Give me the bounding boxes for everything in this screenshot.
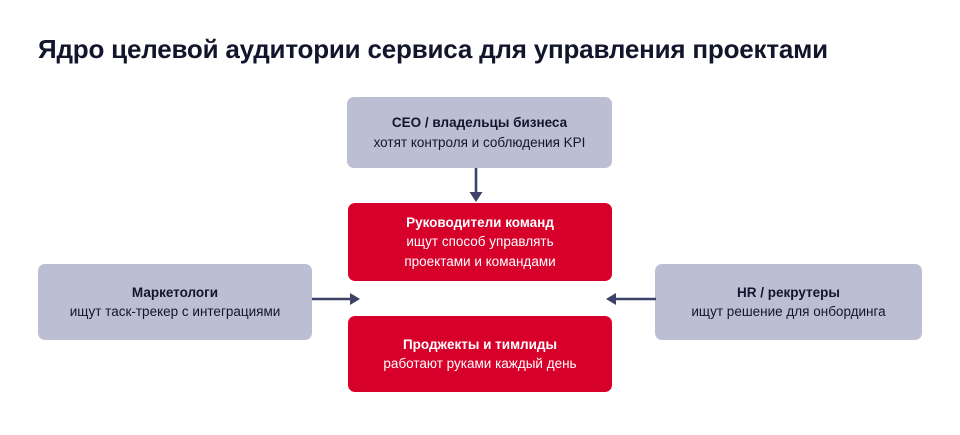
node-project-managers-title: Проджекты и тимлиды	[402, 336, 558, 352]
arrow-down-icon	[466, 168, 486, 204]
node-marketers-title: Маркетологи	[131, 284, 219, 300]
node-ceo-title: CEO / владельцы бизнеса	[391, 115, 568, 131]
node-team-leads-title: Руководители команд	[406, 215, 554, 231]
node-hr-title: HR / рекрутеры	[737, 284, 840, 300]
node-marketers-subtitle: ищут таск-трекер с интеграциями	[69, 304, 281, 319]
node-ceo-subtitle: хотят контроля и соблюдения KPI	[373, 134, 586, 150]
arrow-right-icon	[312, 289, 362, 309]
node-team-leads-subtitle-line2: проектами и командами	[404, 253, 556, 269]
node-team-leads-subtitle-line1: ищут способ управлять	[406, 234, 554, 250]
page-title: Ядро целевой аудитории сервиса для управ…	[38, 34, 828, 64]
node-team-leads[interactable]: Руководители команд ищут способ управлят…	[348, 203, 612, 281]
node-project-managers-subtitle: работают руками каждый день	[383, 356, 577, 371]
node-hr-subtitle: ищут решение для онбординга	[691, 304, 886, 319]
node-ceo[interactable]: CEO / владельцы бизнеса хотят контроля и…	[347, 97, 612, 168]
node-marketers[interactable]: Маркетологи ищут таск-трекер с интеграци…	[38, 264, 312, 340]
arrow-left-icon	[604, 289, 656, 309]
node-hr[interactable]: HR / рекрутеры ищут решение для онбордин…	[655, 264, 922, 340]
node-project-managers[interactable]: Проджекты и тимлиды работают руками кажд…	[348, 316, 612, 392]
